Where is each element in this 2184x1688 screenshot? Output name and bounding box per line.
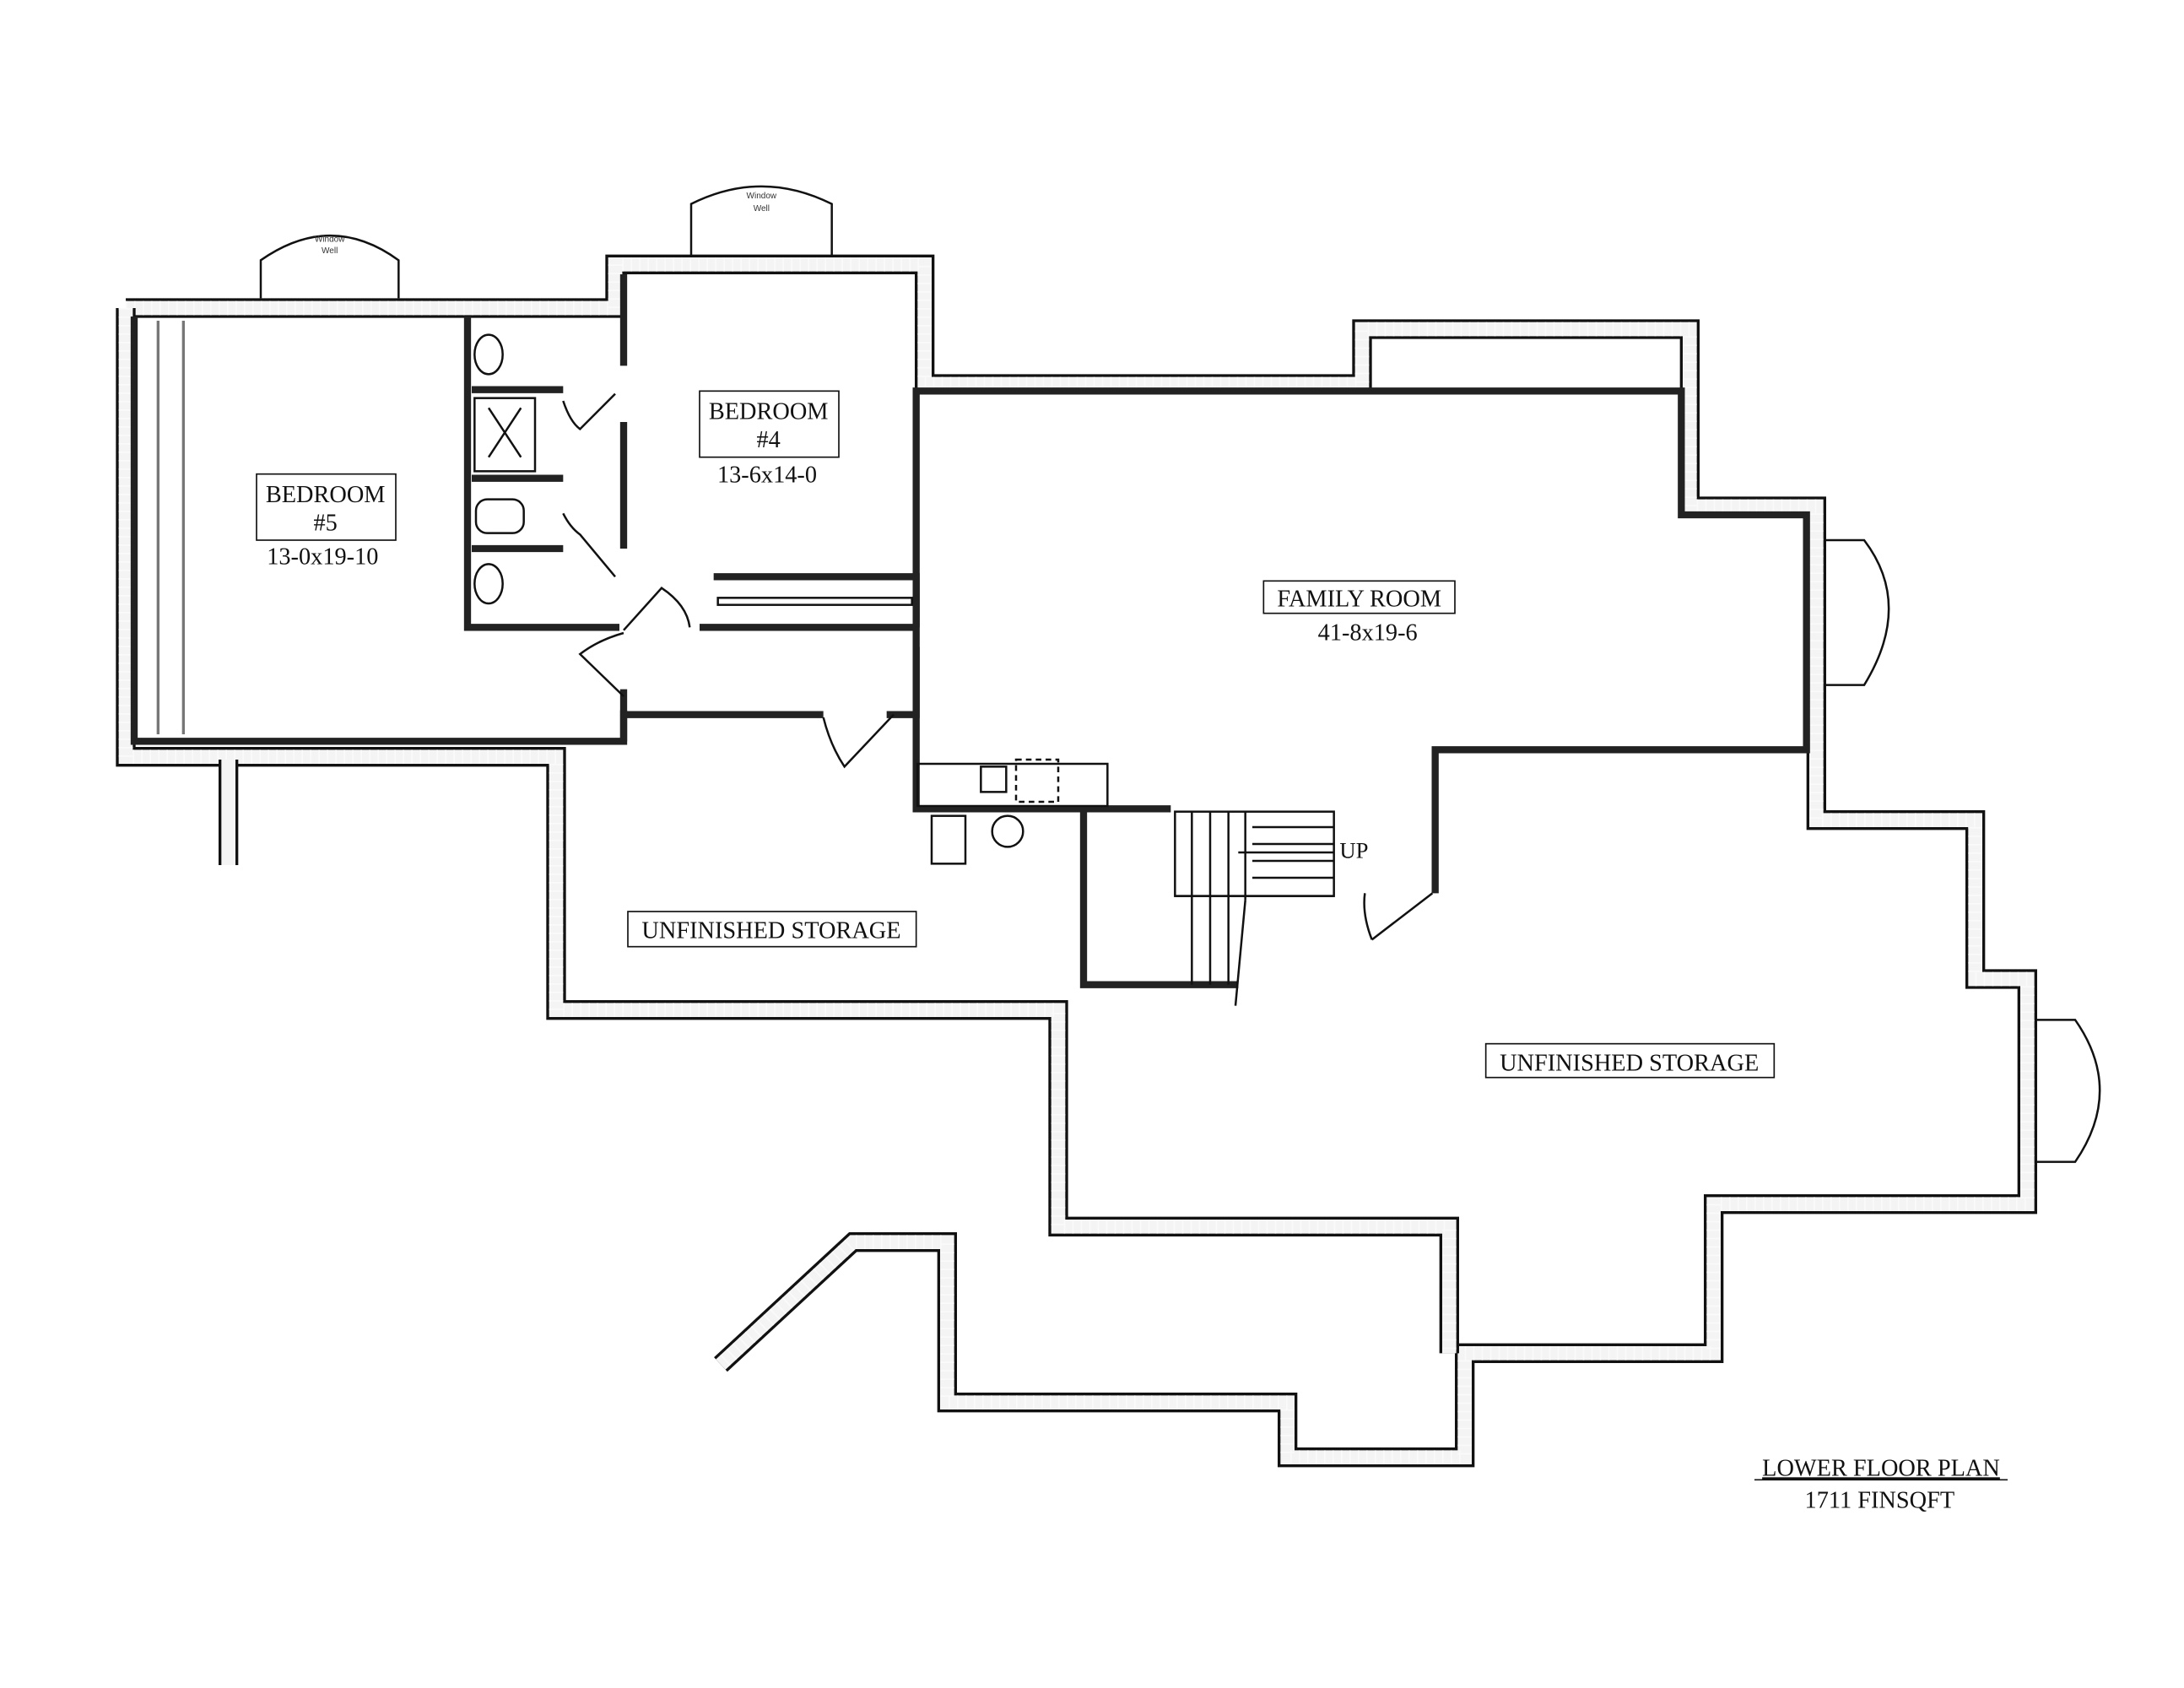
svg-text:Well: Well bbox=[754, 204, 770, 214]
svg-text:Window: Window bbox=[747, 192, 777, 201]
window-wells bbox=[259, 185, 2101, 1163]
svg-text:13-6x14-0: 13-6x14-0 bbox=[717, 463, 817, 489]
svg-text:FAMILY ROOM: FAMILY ROOM bbox=[1277, 586, 1441, 612]
svg-text:13-0x19-10: 13-0x19-10 bbox=[267, 544, 378, 570]
svg-text:41-8x19-6: 41-8x19-6 bbox=[1318, 619, 1418, 646]
svg-text:BEDROOM: BEDROOM bbox=[266, 482, 386, 508]
stairs bbox=[1174, 810, 1335, 1006]
plan-title: LOWER FLOOR PLAN 1711 FINSQFT bbox=[1754, 1455, 2008, 1514]
svg-text:#5: #5 bbox=[314, 510, 338, 536]
svg-text:1711 FINSQFT: 1711 FINSQFT bbox=[1805, 1488, 1955, 1514]
room-unfinished-storage-right: UNFINISHED STORAGE bbox=[1484, 1042, 1776, 1079]
bathroom-fixtures bbox=[473, 333, 1109, 865]
svg-text:Well: Well bbox=[322, 246, 338, 256]
interior-walls bbox=[130, 274, 1810, 988]
stair-up-label: UP bbox=[1339, 838, 1368, 863]
svg-text:UNFINISHED STORAGE: UNFINISHED STORAGE bbox=[641, 918, 900, 944]
room-bedroom-5: BEDROOM #5 13-0x19-10 bbox=[256, 473, 397, 570]
svg-text:UNFINISHED STORAGE: UNFINISHED STORAGE bbox=[1500, 1050, 1759, 1076]
doors bbox=[562, 392, 1434, 941]
svg-text:LOWER FLOOR PLAN: LOWER FLOOR PLAN bbox=[1762, 1455, 2000, 1481]
foundation-walls bbox=[116, 254, 2037, 1468]
svg-text:#4: #4 bbox=[757, 427, 781, 453]
room-unfinished-storage-left: UNFINISHED STORAGE bbox=[627, 911, 917, 948]
window-well-labels: Window Well Window Well bbox=[315, 192, 777, 256]
svg-text:BEDROOM: BEDROOM bbox=[709, 399, 829, 425]
svg-text:Window: Window bbox=[315, 235, 345, 245]
room-family-room: FAMILY ROOM 41-8x19-6 bbox=[1262, 580, 1456, 646]
room-bedroom-4: BEDROOM #4 13-6x14-0 bbox=[699, 390, 840, 489]
